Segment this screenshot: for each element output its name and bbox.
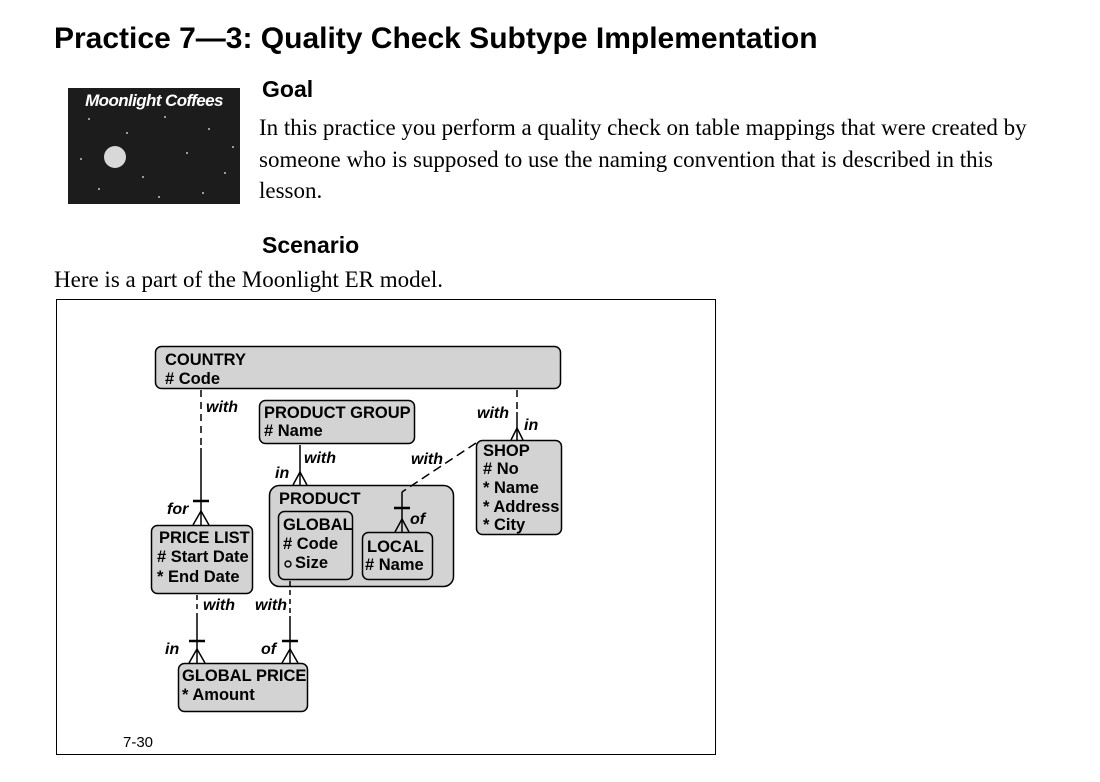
entity-shop-name: SHOP: [483, 442, 530, 460]
logo-text: Moonlight Coffees: [85, 91, 223, 110]
entity-local-attr: # Name: [365, 556, 424, 574]
rel-label: with: [206, 399, 238, 416]
optional-attribute-icon: [284, 560, 292, 568]
star-icon: [142, 176, 144, 178]
entity-local-name: LOCAL: [367, 538, 424, 556]
entity-box-country: [154, 345, 562, 390]
star-icon: [80, 158, 82, 160]
rel-label: with: [203, 597, 235, 614]
entity-global-attr: # Code: [283, 535, 338, 553]
goal-heading: Goal: [262, 76, 314, 102]
crowsfoot: [292, 470, 308, 486]
entity-box-shop: [475, 439, 563, 536]
crowsfoot: [192, 509, 210, 526]
entity-price-list-attr: # Start Date: [157, 548, 249, 566]
rel-label: for: [167, 501, 189, 518]
entity-price-list-attr: * End Date: [157, 568, 240, 586]
entity-shop-attr: * City: [483, 516, 526, 534]
page-title: Practice 7—3: Quality Check Subtype Impl…: [54, 22, 818, 55]
scenario-heading: Scenario: [262, 232, 360, 258]
star-icon: [164, 116, 166, 118]
rel-label: with: [255, 597, 287, 614]
er-diagram: COUNTRY # Code PRODUCT GROUP # Name SHOP…: [56, 299, 716, 755]
rel-label: with: [477, 405, 509, 422]
entity-price-list-name: PRICE LIST: [159, 529, 250, 547]
page-number: 7-30: [123, 734, 153, 751]
entity-country-name: COUNTRY: [165, 351, 246, 369]
entity-global-price-name: GLOBAL PRICE: [182, 667, 306, 685]
crowsfoot: [188, 647, 206, 664]
star-icon: [232, 146, 234, 148]
entity-country-attr: # Code: [165, 370, 220, 388]
entity-product-name: PRODUCT: [279, 490, 361, 508]
rel-label: of: [261, 641, 278, 658]
star-icon: [158, 196, 160, 198]
goal-text: In this practice you perform a quality c…: [259, 115, 1027, 203]
entity-product-group-name: PRODUCT GROUP: [264, 404, 411, 422]
scenario-text: Here is a part of the Moonlight ER model…: [54, 267, 444, 292]
entity-box-price-list: [150, 524, 254, 595]
entity-shop-attr: * Address: [483, 498, 559, 516]
rel-line: [401, 442, 477, 493]
rel-label: with: [411, 451, 443, 468]
entity-global-attr: Size: [295, 554, 328, 572]
star-icon: [202, 192, 204, 194]
entity-box-global: [277, 510, 354, 581]
star-icon: [186, 152, 188, 154]
entity-shop-attr: # No: [483, 460, 519, 478]
rel-label: of: [410, 511, 427, 528]
entity-box-global-price: [177, 662, 309, 713]
rel-label: in: [275, 465, 289, 482]
moonlight-coffees-logo: Moonlight Coffees: [68, 88, 240, 204]
star-icon: [98, 188, 100, 190]
entity-box-product-group: [258, 399, 416, 445]
crowsfoot: [281, 647, 299, 664]
entity-shop-attr: * Name: [483, 479, 539, 497]
rel-label: with: [304, 450, 336, 467]
star-icon: [208, 128, 210, 130]
entity-box-local: [361, 531, 434, 581]
star-icon: [224, 172, 226, 174]
crowsfoot: [394, 517, 410, 533]
rel-label: in: [524, 417, 538, 434]
rel-label: in: [165, 641, 179, 658]
crowsfoot: [510, 426, 524, 441]
star-icon: [126, 132, 128, 134]
star-icon: [88, 118, 90, 120]
entity-global-price-attr: * Amount: [182, 686, 255, 704]
entity-product-group-attr: # Name: [264, 422, 323, 440]
moon-icon: [104, 146, 126, 168]
entity-global-name: GLOBAL: [283, 516, 353, 534]
